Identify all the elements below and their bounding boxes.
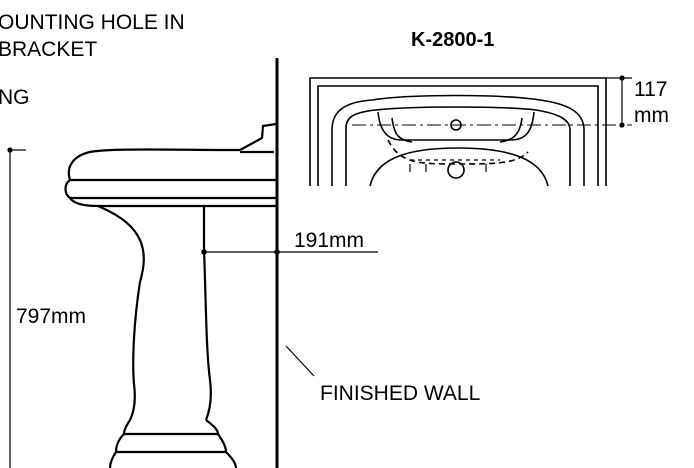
sink-side-view bbox=[64, 122, 277, 468]
hole-offset-dimension bbox=[606, 75, 632, 128]
hole-offset-unit: mm bbox=[634, 104, 669, 127]
projection-dimension-label: 191mm bbox=[294, 229, 364, 252]
note-line-2: BRACKET bbox=[0, 38, 97, 61]
finished-wall-leader bbox=[285, 345, 315, 377]
height-dimension bbox=[7, 147, 26, 468]
hole-offset-value: 117 bbox=[634, 78, 667, 101]
note-line-3: NG bbox=[0, 86, 30, 109]
height-dimension-label: 797mm bbox=[16, 305, 86, 328]
model-title: K-2800-1 bbox=[411, 29, 494, 51]
finished-wall-label: FINISHED WALL bbox=[320, 382, 480, 405]
projection-dimension bbox=[201, 249, 378, 255]
sink-plan-view bbox=[309, 77, 607, 187]
note-line-1: OUNTING HOLE IN bbox=[0, 11, 185, 34]
